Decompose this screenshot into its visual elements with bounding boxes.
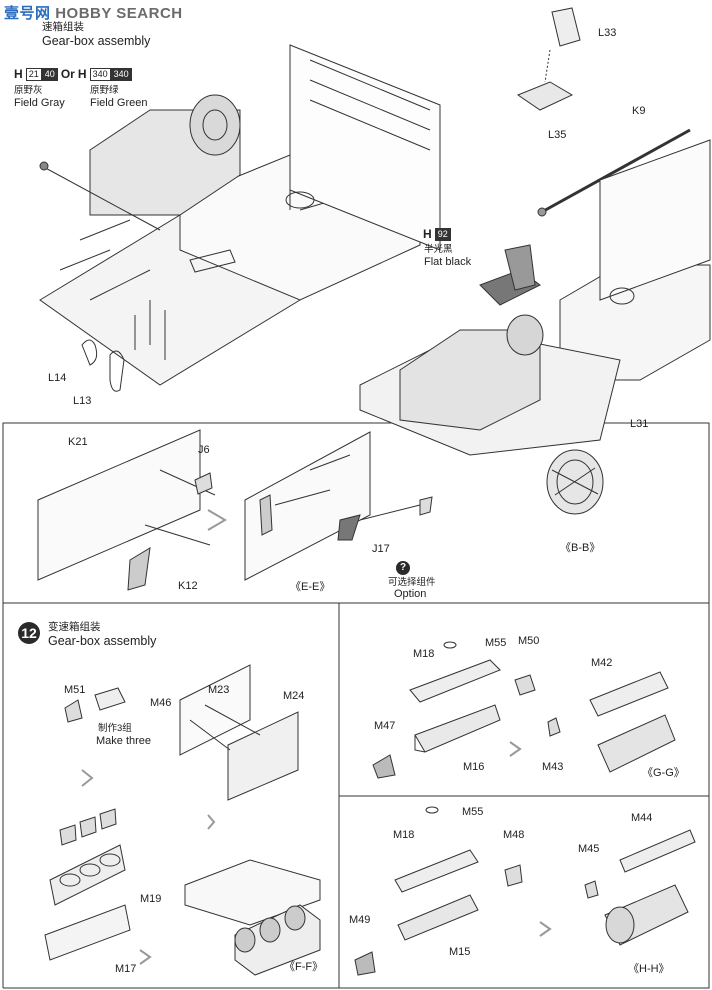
- label-m24: M24: [283, 690, 305, 702]
- label-l31: L31: [630, 418, 649, 430]
- paint-callout-seat: H 92: [423, 228, 451, 241]
- label-m51: M51: [64, 684, 86, 696]
- part-k9-shape: [539, 128, 691, 215]
- make-three-en: Make three: [96, 735, 152, 747]
- option-label-cn: 可选择组件: [388, 577, 436, 588]
- gg-label-gg: 《G-G》: [642, 767, 685, 779]
- step-top-title-en: Gear-box assembly: [42, 34, 151, 48]
- bb-hub-drawing: [546, 449, 604, 515]
- label-l35: L35: [548, 129, 567, 141]
- label-l14: L14: [48, 372, 67, 384]
- label-m46: M46: [150, 697, 172, 709]
- paint-name2-en: Field Green: [90, 97, 148, 109]
- seat-paint-code: 92: [434, 228, 451, 241]
- hh-label-m18: M18: [393, 829, 415, 841]
- paint-h-letter: H: [14, 67, 23, 81]
- part-l35-shape: [516, 81, 574, 111]
- gg-label-m47: M47: [374, 720, 396, 732]
- label-k9: K9: [632, 105, 646, 117]
- step-12-number: 12: [18, 622, 40, 644]
- step-top-header: 速箱组装 Gear-box assembly: [42, 20, 150, 48]
- hh-label-m48: M48: [503, 829, 525, 841]
- ee-panel-drawing: [244, 431, 433, 581]
- label-ee: 《E-E》: [290, 581, 331, 593]
- gg-label-m42: M42: [591, 657, 613, 669]
- part-l33-shape: [551, 7, 581, 47]
- option-label-en: Option: [394, 588, 427, 600]
- label-m17: M17: [115, 963, 137, 975]
- hh-label-m15: M15: [449, 946, 471, 958]
- watermark-logo: 壹号网 HOBBY SEARCH: [4, 2, 183, 23]
- paint-name1-en: Field Gray: [14, 97, 65, 109]
- step-top-title-cn: 速箱组装: [42, 21, 84, 33]
- gg-label-m55: M55: [485, 637, 507, 649]
- hh-label-m55: M55: [462, 806, 484, 818]
- make-three-cn: 制作3组: [98, 723, 132, 734]
- label-l33: L33: [598, 27, 617, 39]
- label-m23: M23: [208, 684, 230, 696]
- label-k21: K21: [68, 436, 88, 448]
- watermark-cn1: 壹号: [4, 5, 36, 22]
- hh-label-m45: M45: [578, 843, 600, 855]
- paint-code-c: 340: [89, 68, 111, 81]
- paint-or: Or: [60, 67, 75, 81]
- seat-paint-en: Flat black: [424, 256, 472, 268]
- k21-panel-drawing: [37, 429, 216, 591]
- chassis-drawing: [39, 44, 441, 386]
- gg-label-m18: M18: [413, 648, 435, 660]
- watermark-en: HOBBY SEARCH: [55, 5, 183, 22]
- hh-label-m49: M49: [349, 914, 371, 926]
- label-m19: M19: [140, 893, 162, 905]
- label-l13: L13: [73, 395, 92, 407]
- gg-label-m43: M43: [542, 761, 564, 773]
- label-j17: J17: [372, 543, 390, 555]
- gg-label-m16: M16: [463, 761, 485, 773]
- hh-label-m44: M44: [631, 812, 653, 824]
- paint-h-letter-2: H: [77, 67, 87, 81]
- gg-drawings: [372, 641, 676, 779]
- paint-name1-cn: 原野灰: [14, 85, 43, 96]
- step-12-title-cn: 变速箱组装: [48, 621, 101, 633]
- step-12-title-en: Gear-box assembly: [48, 634, 157, 648]
- paint-name2-cn: 原野绿: [90, 85, 119, 96]
- watermark-cn2: 网: [35, 5, 51, 22]
- paint-code-b: 40: [41, 68, 58, 81]
- label-k12: K12: [178, 580, 198, 592]
- seat-paint-h: H: [423, 227, 432, 241]
- label-bb: 《B-B》: [560, 542, 601, 554]
- hh-drawings: [354, 806, 696, 976]
- seat-paint-cn: 半光黑: [424, 244, 453, 255]
- option-icon: ?: [396, 561, 410, 575]
- hh-label-hh: 《H-H》: [628, 963, 670, 975]
- gg-label-m50: M50: [518, 635, 540, 647]
- paint-code-d: 340: [110, 68, 132, 81]
- paint-code-a: 21: [25, 68, 42, 81]
- gearbox-drawing-top: [39, 94, 241, 360]
- step12-drawings: [44, 664, 321, 976]
- gearbox-drawing-right: [399, 329, 541, 431]
- part-l13-shape: [109, 350, 125, 392]
- panel-border-hh: [338, 795, 710, 989]
- step-12-header: 变速箱组装 Gear-box assembly: [48, 620, 156, 648]
- label-j6: J6: [198, 444, 210, 456]
- label-ff: 《F-F》: [284, 961, 324, 973]
- part-l14-shape: [81, 339, 98, 366]
